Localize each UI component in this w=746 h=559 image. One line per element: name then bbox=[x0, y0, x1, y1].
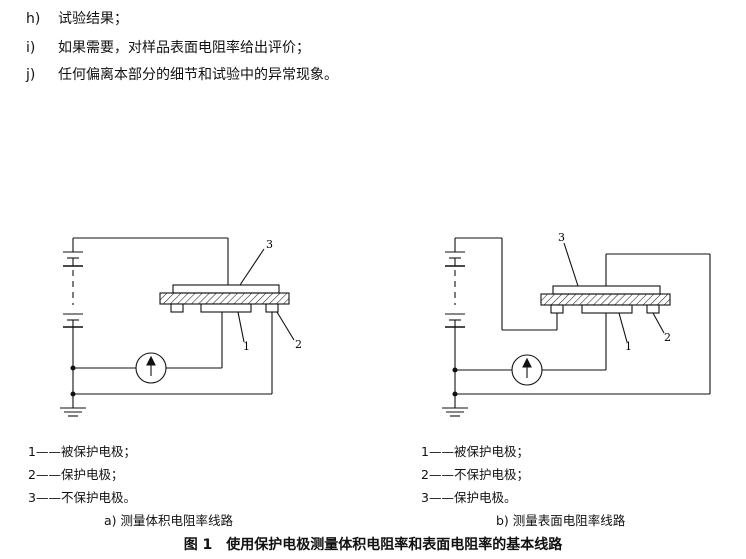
subcaption-a: a) 测量体积电阻率线路 bbox=[104, 513, 234, 528]
legend-item: 2——不保护电极； bbox=[421, 467, 529, 482]
label-3-b: 3 bbox=[558, 231, 565, 244]
circuit-volume-resistivity bbox=[60, 237, 295, 417]
legend-item: 1——被保护电极； bbox=[421, 444, 529, 459]
list-marker: j) bbox=[26, 67, 36, 83]
legend-item: 1——被保护电极； bbox=[28, 444, 136, 459]
label-2-b: 2 bbox=[664, 331, 671, 344]
list-item-h: h) 试验结果； bbox=[26, 8, 128, 28]
legend-item: 3——不保护电极。 bbox=[28, 490, 136, 505]
label-1-b: 1 bbox=[625, 340, 632, 353]
list-text: 如果需要，对样品表面电阻率给出评价； bbox=[58, 40, 310, 56]
list-item-i: i) 如果需要，对样品表面电阻率给出评价； bbox=[26, 37, 310, 57]
label-3-a: 3 bbox=[266, 238, 273, 251]
list-marker: h) bbox=[26, 11, 41, 27]
label-1-a: 1 bbox=[243, 340, 250, 353]
list-item-j: j) 任何偏离本部分的细节和试验中的异常现象。 bbox=[26, 64, 338, 84]
legend-item: 2——保护电极； bbox=[28, 467, 124, 482]
label-2-a: 2 bbox=[295, 338, 302, 351]
circuit-surface-resistivity bbox=[442, 237, 711, 417]
subcaption-b: b) 测量表面电阻率线路 bbox=[496, 513, 626, 528]
list-text: 试验结果； bbox=[58, 11, 128, 27]
list-marker: i) bbox=[26, 40, 36, 56]
list-text: 任何偏离本部分的细节和试验中的异常现象。 bbox=[58, 67, 338, 83]
figure-caption: 图 1 使用保护电极测量体积电阻率和表面电阻率的基本线路 bbox=[183, 537, 563, 553]
legend-item: 3——保护电极。 bbox=[421, 490, 517, 505]
